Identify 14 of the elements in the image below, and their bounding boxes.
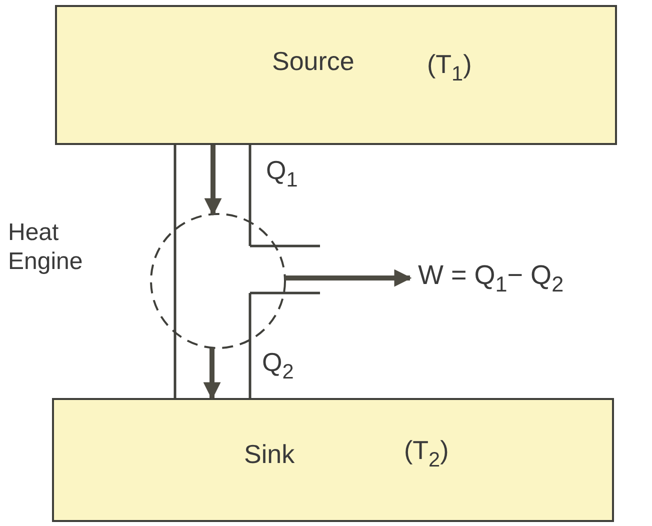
arrow — [203, 348, 221, 400]
edge-label: Q$_{2}$ — [262, 348, 294, 378]
reservoir-name: Source — [272, 47, 354, 77]
engine-label: Heat Engine — [8, 219, 84, 277]
heat-engine-circle — [150, 213, 286, 349]
arrow — [204, 145, 222, 216]
reservoir-name: Sink — [244, 440, 295, 470]
temperature-label: (T$_{1}$) — [427, 50, 472, 80]
reservoir-box — [55, 5, 617, 145]
edge-label: Q$_{1}$ — [266, 156, 298, 186]
temperature-label: (T$_{2}$) — [404, 436, 449, 466]
reservoir-box — [52, 398, 614, 522]
arrow — [285, 269, 412, 287]
work-equation: W = Q$_{1}$− Q$_{2}$ — [418, 260, 564, 292]
